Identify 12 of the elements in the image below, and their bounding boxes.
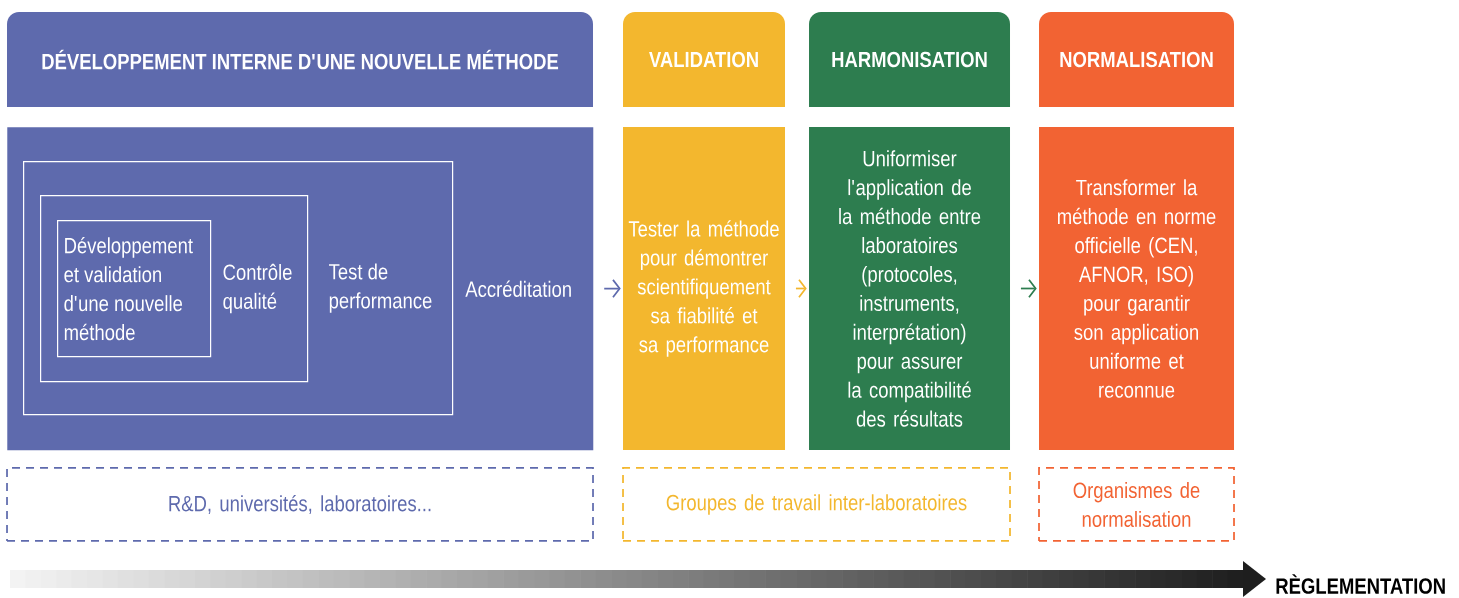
actor-box: R&D, universités, laboratoires...: [6, 467, 594, 542]
actor-box: Organismes de normalisation: [1038, 467, 1235, 542]
header-tab: DÉVELOPPEMENT INTERNE D'UNE NOUVELLE MÉTHODE: [7, 12, 593, 107]
stage-panel: Uniformiser l'application de la méthode entre laboratoires (protocoles, instruments, interprétation) pour assurer la compatibilité des résultats: [809, 127, 1010, 450]
stage-panel: Transformer la méthode en norme officielle (CEN, AFNOR, ISO) pour garantir son application uniforme et reconnue: [1039, 127, 1234, 450]
axis-label: RÈGLEMENTATION: [1276, 574, 1445, 594]
header-tab: HARMONISATION: [809, 12, 1010, 107]
nested-box: Développement et validation d'une nouvelle méthode: [57, 220, 212, 358]
header-tab: VALIDATION: [623, 12, 785, 107]
actor-box: Groupes de travail inter-laboratoires: [622, 467, 1011, 542]
stage-panel: Tester la méthode pour démontrer scientifiquement sa fiabilité et sa performance: [623, 127, 785, 450]
header-tab: NORMALISATION: [1039, 12, 1234, 107]
